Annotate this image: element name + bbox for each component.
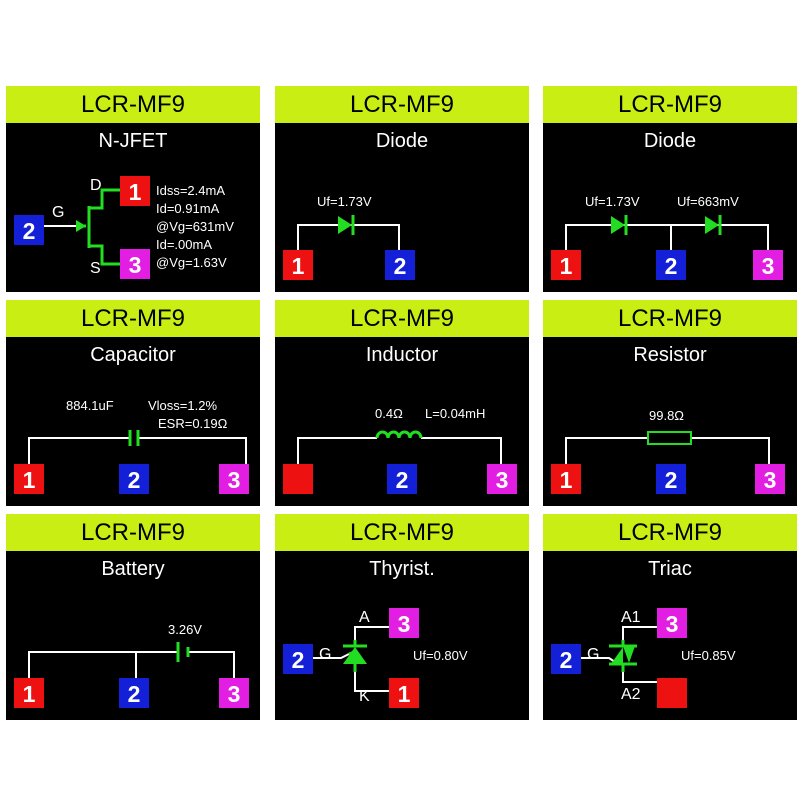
pin-2: 2 <box>385 250 415 280</box>
label-a1: A1 <box>621 609 641 626</box>
pin-1: 1 <box>14 464 44 494</box>
reading-esr: ESR=0.19Ω <box>158 416 228 431</box>
diode-symbol <box>297 215 400 251</box>
capacitor-symbol <box>28 430 247 465</box>
pin-3: 3 <box>487 464 517 494</box>
label-cathode: K <box>359 688 370 705</box>
reading-vg: @Vg=631mV <box>156 219 234 234</box>
panel-thyristor: LCR-MF9 Thyrist. A G K Uf=0.80V 2 3 1 <box>275 514 529 720</box>
reading-id2: Id=.00mA <box>156 237 213 252</box>
battery-symbol <box>28 642 235 679</box>
device-title: LCR-MF9 <box>275 300 529 337</box>
mode-label: Diode <box>375 130 429 152</box>
pin-a1: 3 <box>657 608 687 638</box>
panel-inductor: LCR-MF9 Inductor 0.4Ω L=0.04mH 2 3 <box>275 300 529 506</box>
device-title: LCR-MF9 <box>6 300 260 337</box>
reading-voltage: 3.26V <box>168 622 202 637</box>
njfet-symbol <box>42 188 121 266</box>
panel-resistor: LCR-MF9 Resistor 99.8Ω 1 2 3 <box>543 300 797 506</box>
reading-uf: Uf=0.80V <box>413 648 468 663</box>
pin-3: 3 <box>755 464 785 494</box>
mode-label: Inductor <box>365 344 439 366</box>
double-diode-symbol <box>565 215 769 251</box>
reading-inductance: L=0.04mH <box>425 406 486 421</box>
pin-2: 2 <box>119 678 149 708</box>
panel-njfet: LCR-MF9 N-JFET 2 1 3 D G S Idss=2.4mA Id… <box>6 86 260 292</box>
mode-label: Battery <box>101 558 165 580</box>
reading-resistance: 99.8Ω <box>649 408 685 423</box>
device-title: LCR-MF9 <box>6 514 260 551</box>
thyristor-symbol <box>311 626 389 692</box>
device-title: LCR-MF9 <box>6 86 260 123</box>
pin-2: 2 <box>656 464 686 494</box>
mode-label: Resistor <box>633 344 707 366</box>
label-anode: A <box>359 609 370 626</box>
inductor-symbol <box>297 430 502 465</box>
reading-uf-1: Uf=1.73V <box>585 194 640 209</box>
pin-3: 3 <box>219 464 249 494</box>
pin-1: 1 <box>14 678 44 708</box>
pin-1: 1 <box>551 250 581 280</box>
reading-vloss: Vloss=1.2% <box>148 398 218 413</box>
panel-diode-double: LCR-MF9 Diode Uf=1.73V Uf=663mV 1 2 3 <box>543 86 797 292</box>
label-a2: A2 <box>621 686 641 703</box>
panel-capacitor: LCR-MF9 Capacitor 884.1uF Vloss=1.2% ESR… <box>6 300 260 506</box>
pin-2: 2 <box>656 250 686 280</box>
pin-source: 3 <box>120 249 150 279</box>
label-gate: G <box>319 646 332 663</box>
resistor-symbol <box>565 431 770 465</box>
panel-diode-single: LCR-MF9 Diode Uf=1.73V 1 2 <box>275 86 529 292</box>
label-gate: G <box>52 204 65 221</box>
reading-idss: Idss=2.4mA <box>156 183 226 198</box>
pin-cathode: 1 <box>389 678 419 708</box>
reading-uf: Uf=1.73V <box>317 194 372 209</box>
pin-2: 2 <box>387 464 417 494</box>
reading-vg2: @Vg=1.63V <box>156 255 227 270</box>
pin-1-unlabeled <box>283 464 313 494</box>
device-title: LCR-MF9 <box>543 300 797 337</box>
pin-3: 3 <box>219 678 249 708</box>
mode-label: Diode <box>643 130 697 152</box>
pin-gate: 2 <box>14 215 44 245</box>
reading-uf-2: Uf=663mV <box>677 194 739 209</box>
device-title: LCR-MF9 <box>543 86 797 123</box>
reading-id: Id=0.91mA <box>156 201 220 216</box>
device-title: LCR-MF9 <box>275 86 529 123</box>
mode-label: N-JFET <box>98 130 168 152</box>
panel-battery: LCR-MF9 Battery 3.26V 1 2 3 <box>6 514 260 720</box>
panel-triac: LCR-MF9 Triac A1 G A2 Uf=0.85V 2 3 <box>543 514 797 720</box>
mode-label: Capacitor <box>90 344 176 366</box>
pin-anode: 3 <box>389 608 419 638</box>
pin-1: 1 <box>283 250 313 280</box>
reading-resistance: 0.4Ω <box>375 406 403 421</box>
device-title: LCR-MF9 <box>275 514 529 551</box>
pin-a2-unlabeled <box>657 678 687 708</box>
mode-label: Triac <box>648 558 692 580</box>
pin-2: 2 <box>119 464 149 494</box>
reading-capacitance: 884.1uF <box>66 398 114 413</box>
pin-gate: 2 <box>551 644 581 674</box>
pin-drain: 1 <box>120 176 150 206</box>
device-title: LCR-MF9 <box>543 514 797 551</box>
mode-label: Thyrist. <box>369 558 435 580</box>
label-drain: D <box>90 177 102 194</box>
label-gate: G <box>587 646 600 663</box>
triac-symbol <box>579 626 657 683</box>
reading-uf: Uf=0.85V <box>681 648 736 663</box>
label-source: S <box>90 260 101 277</box>
pin-1: 1 <box>551 464 581 494</box>
pin-3: 3 <box>753 250 783 280</box>
pin-gate: 2 <box>283 644 313 674</box>
